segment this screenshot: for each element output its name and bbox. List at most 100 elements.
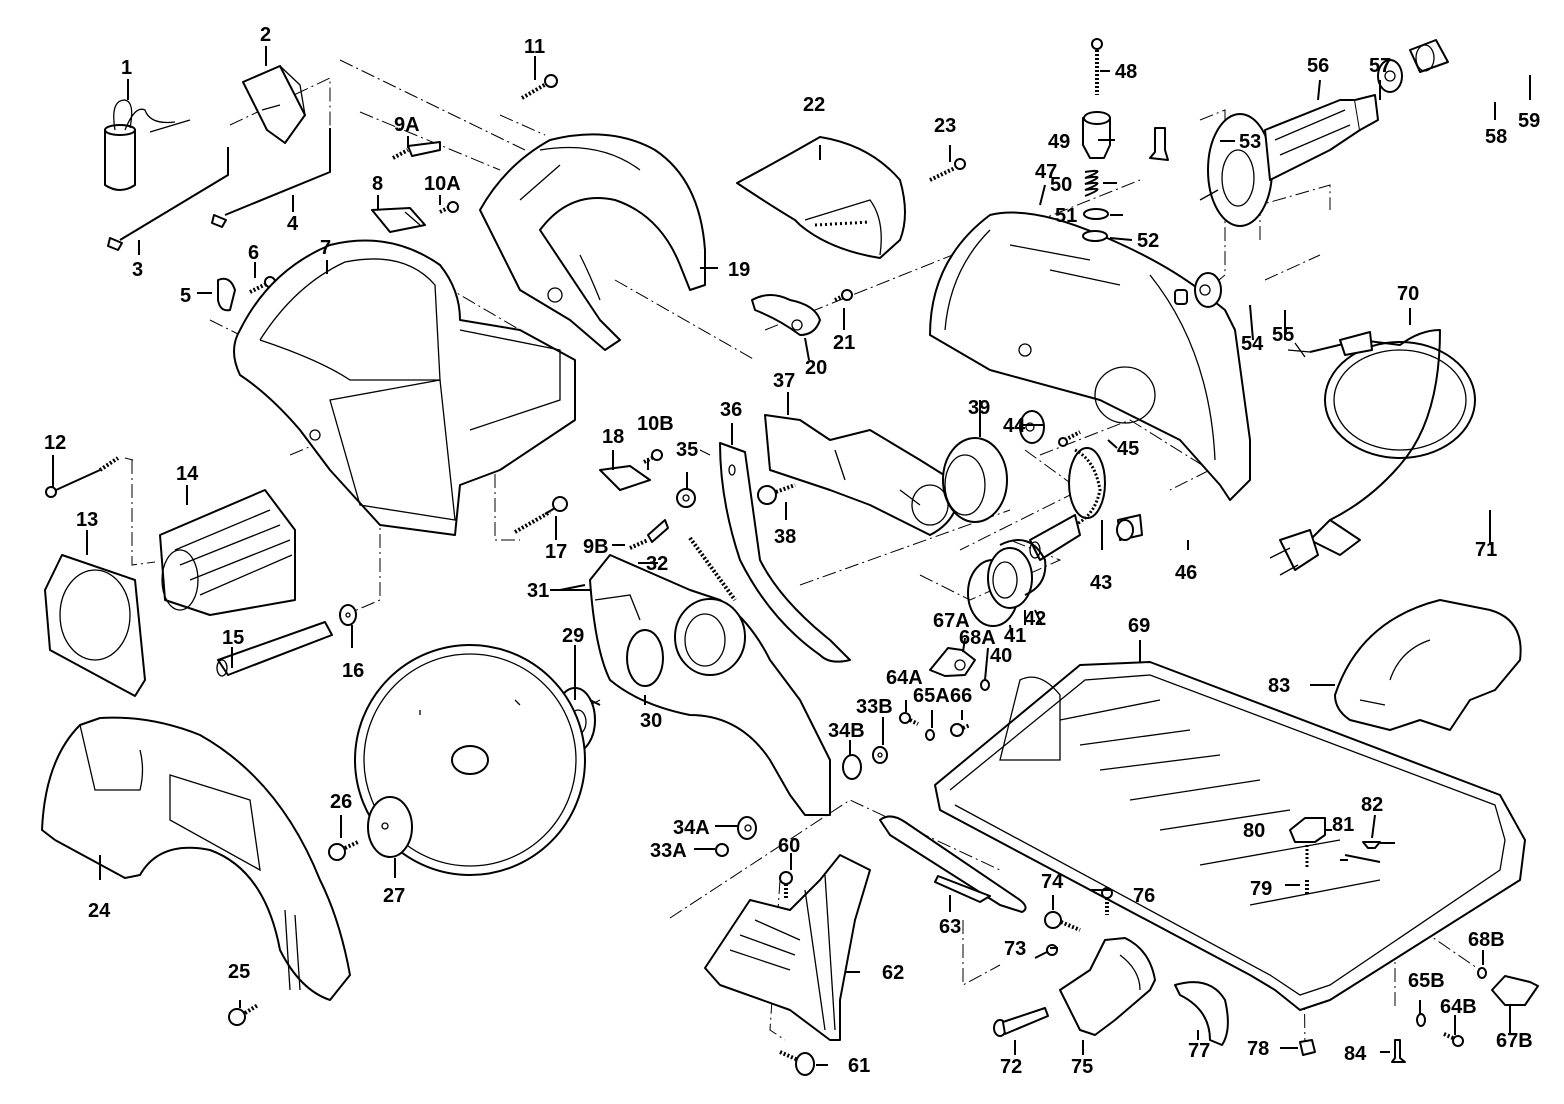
carbon-brush-8 xyxy=(371,207,426,233)
label-80: 80 xyxy=(1243,820,1265,842)
label-54: 54 xyxy=(1241,333,1264,355)
label-6: 6 xyxy=(248,242,259,264)
label-53: 53 xyxy=(1239,131,1261,153)
label-65A: 65A xyxy=(913,685,950,707)
label-69: 69 xyxy=(1128,615,1150,637)
washer-65B xyxy=(1416,1013,1426,1027)
base-plate xyxy=(934,661,1526,1011)
screw-23 xyxy=(929,158,966,182)
retaining-ring-30 xyxy=(626,629,664,687)
bolt-74 xyxy=(1044,911,1081,932)
label-13: 13 xyxy=(76,509,98,531)
label-10B: 10B xyxy=(637,413,674,435)
screw-11 xyxy=(520,74,558,100)
label-68A: 68A xyxy=(959,627,996,649)
label-40: 40 xyxy=(990,645,1012,667)
screw-82 xyxy=(1362,841,1381,849)
label-18: 18 xyxy=(602,426,624,448)
screw-21 xyxy=(834,289,853,302)
label-61: 61 xyxy=(848,1055,870,1077)
label-72: 72 xyxy=(1000,1056,1022,1078)
label-3: 3 xyxy=(132,259,143,281)
upper-blade-guard xyxy=(41,716,351,1001)
label-47: 47 xyxy=(1035,161,1057,183)
capacitor xyxy=(104,99,191,191)
label-51: 51 xyxy=(1055,205,1077,227)
label-17: 17 xyxy=(545,541,567,563)
label-8: 8 xyxy=(372,173,383,195)
label-82: 82 xyxy=(1361,794,1383,816)
label-16: 16 xyxy=(342,660,364,682)
pin-53 xyxy=(1149,127,1169,161)
nut-78 xyxy=(1299,1039,1316,1056)
nut-35 xyxy=(676,488,696,508)
bearing-sleeve-59 xyxy=(1409,39,1449,73)
washer-51 xyxy=(1083,208,1109,220)
label-78: 78 xyxy=(1247,1038,1269,1060)
wire-3 xyxy=(107,147,229,251)
label-9A: 9A xyxy=(394,114,420,136)
lever-20 xyxy=(751,294,821,336)
label-31: 31 xyxy=(527,580,549,602)
screw-12 xyxy=(45,456,120,498)
label-79: 79 xyxy=(1250,878,1272,900)
label-57: 57 xyxy=(1369,55,1391,77)
screw-26 xyxy=(328,840,359,861)
label-77: 77 xyxy=(1188,1040,1210,1062)
label-15: 15 xyxy=(222,627,244,649)
washer-68A xyxy=(980,679,990,691)
knob-67B xyxy=(1491,975,1539,1006)
needle-bearing-46 xyxy=(1116,514,1143,541)
bevel-bracket-75 xyxy=(1059,937,1156,1036)
label-22: 22 xyxy=(803,94,825,116)
label-63: 63 xyxy=(939,916,961,938)
cable-clamp xyxy=(217,277,236,312)
label-27: 27 xyxy=(383,885,405,907)
spring-50 xyxy=(1084,169,1099,197)
label-49: 49 xyxy=(1048,131,1070,153)
label-55: 55 xyxy=(1272,324,1294,346)
field-14 xyxy=(159,489,296,616)
bracket-37 xyxy=(764,414,961,536)
label-4: 4 xyxy=(287,213,299,235)
label-34A: 34A xyxy=(673,817,710,839)
label-5: 5 xyxy=(180,285,191,307)
label-65B: 65B xyxy=(1408,970,1445,992)
screw-10A xyxy=(439,201,459,214)
spring-32 xyxy=(688,536,737,602)
label-68B: 68B xyxy=(1468,929,1505,951)
label-52: 52 xyxy=(1137,230,1159,252)
pin-72 xyxy=(993,1007,1049,1037)
label-48: 48 xyxy=(1115,61,1137,83)
part-labels: 1 2 3 4 5 6 7 8 9A 10A 11 12 13 14 15 16… xyxy=(44,24,1540,1078)
label-39: 39 xyxy=(968,397,990,419)
dust-cover xyxy=(1334,599,1522,731)
label-46: 46 xyxy=(1175,562,1197,584)
label-64A: 64A xyxy=(886,667,923,689)
brush-spring-9B xyxy=(629,519,669,550)
label-9B: 9B xyxy=(583,536,609,558)
screw-73 xyxy=(1034,944,1058,959)
lower-guard xyxy=(589,554,831,816)
label-37: 37 xyxy=(773,370,795,392)
label-42: 42 xyxy=(1024,608,1046,630)
label-43: 43 xyxy=(1090,572,1112,594)
washer-34B xyxy=(842,754,862,780)
label-76: 76 xyxy=(1133,885,1155,907)
label-59: 59 xyxy=(1518,110,1540,132)
motor-housing xyxy=(233,239,576,536)
screw-10B xyxy=(643,449,663,464)
screw-45 xyxy=(1058,430,1081,447)
screw-48 xyxy=(1091,38,1103,95)
bearing-55 xyxy=(1194,272,1222,308)
label-38: 38 xyxy=(774,526,796,548)
label-2: 2 xyxy=(260,24,271,46)
label-32: 32 xyxy=(646,553,668,575)
washer-34A xyxy=(737,816,757,840)
label-44: 44 xyxy=(1003,415,1026,437)
knob-80 xyxy=(1289,817,1326,868)
screw-60 xyxy=(779,871,793,900)
bolt-38 xyxy=(757,483,796,505)
label-64B: 64B xyxy=(1440,996,1477,1018)
gear-housing xyxy=(929,211,1251,501)
